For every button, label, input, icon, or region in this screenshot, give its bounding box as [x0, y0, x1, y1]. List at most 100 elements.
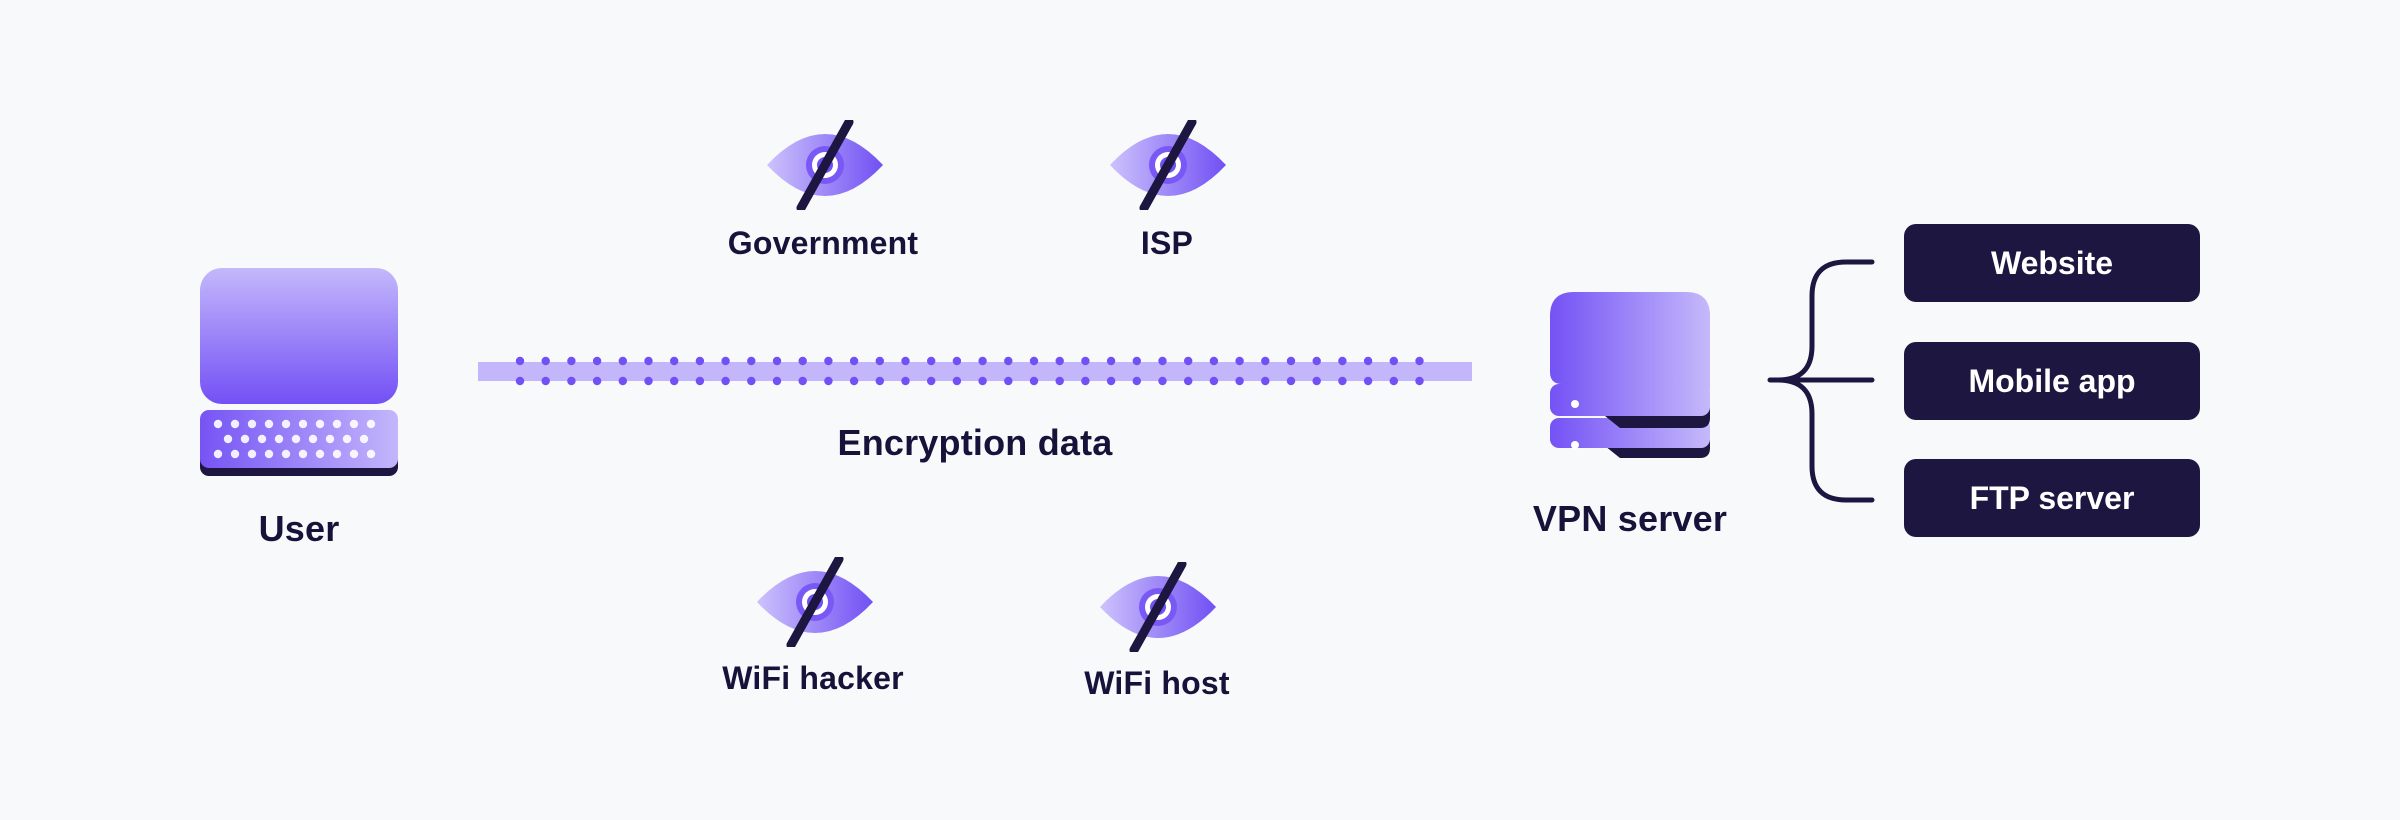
observer-label-isp: ISP — [1140, 225, 1194, 261]
encryption-tunnel — [478, 356, 1472, 386]
tunnel-dot — [1029, 376, 1039, 386]
tunnel-dot — [747, 376, 756, 386]
keyboard-key-dot — [274, 434, 284, 444]
tunnel-dot — [644, 376, 653, 386]
tunnel-dot — [875, 376, 884, 386]
keyboard-key-dot — [264, 449, 274, 459]
user-label: User — [258, 508, 340, 549]
tunnel-dot — [927, 376, 936, 386]
tunnel-dot — [721, 376, 730, 386]
tunnel-dot — [798, 376, 807, 386]
tunnel-dot — [1004, 376, 1013, 386]
keyboard-key-dot — [298, 419, 308, 429]
server-stack-icon — [1550, 292, 1710, 458]
tunnel-dot — [849, 356, 859, 366]
tunnel-dot — [721, 356, 730, 366]
eye-slash-icon — [1110, 122, 1226, 208]
tunnel-dot — [515, 356, 525, 366]
tunnel-dot — [952, 356, 962, 366]
tunnel-dot — [1055, 356, 1064, 366]
tunnel-dot — [644, 356, 653, 366]
keyboard-key-dot — [281, 449, 291, 459]
tunnel-dot — [541, 356, 550, 366]
keyboard-key-dot — [349, 449, 359, 459]
keyboard-key-dot — [247, 419, 257, 429]
keyboard-key-dot — [366, 419, 376, 429]
keyboard-key-dot — [247, 449, 257, 459]
tunnel-dot — [747, 356, 756, 366]
keyboard-key-dot — [291, 434, 301, 444]
keyboard-key-dot — [240, 434, 250, 444]
tunnel-dot — [1286, 376, 1296, 386]
tunnel-dot — [695, 356, 705, 366]
tunnel-dot — [567, 356, 576, 366]
tunnel-dot — [618, 376, 627, 386]
tunnel-dot — [670, 356, 679, 366]
tunnel-dot — [824, 376, 833, 386]
tunnel-dot — [1081, 356, 1090, 366]
tunnel-dot — [1029, 356, 1039, 366]
eye-slash-icon — [767, 122, 883, 208]
tunnel-dot — [1363, 356, 1373, 366]
keyboard-key-dot — [298, 449, 308, 459]
tunnel-dot — [901, 376, 910, 386]
tunnel-dot — [1312, 376, 1321, 386]
keyboard-key-dot — [308, 434, 318, 444]
keyboard-key-dot — [223, 434, 233, 444]
keyboard-key-dot — [281, 419, 291, 429]
tunnel-dot — [592, 376, 602, 386]
tunnel-dot — [541, 376, 550, 386]
tunnel-dot — [1209, 356, 1219, 366]
tunnel-dot — [1132, 376, 1142, 386]
observer-label-government: Government — [727, 225, 919, 261]
keyboard-key-dot — [315, 419, 325, 429]
tunnel-dot — [515, 376, 525, 386]
keyboard-key-dot — [359, 434, 369, 444]
keyboard-key-dot — [366, 449, 376, 459]
vpn-server-label: VPN server — [1532, 498, 1728, 539]
tunnel-dot — [1286, 356, 1296, 366]
keyboard-key-dot — [332, 449, 342, 459]
tunnel-dot — [1235, 376, 1244, 386]
keyboard-key-dot — [230, 449, 240, 459]
tunnel-dot — [1055, 376, 1064, 386]
tunnel-dot — [772, 356, 782, 366]
destination-bracket — [1767, 259, 1875, 503]
tunnel-dot — [772, 376, 782, 386]
keyboard-key-dot — [230, 419, 240, 429]
observer-label-wifi-host: WiFi host — [1084, 665, 1230, 701]
tunnel-dot — [1338, 356, 1347, 366]
tunnel-dot — [1363, 376, 1373, 386]
tunnel-dot — [1158, 356, 1167, 366]
destination-website: Website — [1904, 224, 2200, 302]
tunnel-dot — [1106, 376, 1116, 386]
tunnel-dot — [824, 356, 833, 366]
tunnel-dot — [798, 356, 807, 366]
keyboard-key-dot — [264, 419, 274, 429]
tunnel-dot — [849, 376, 859, 386]
keyboard-key-dot — [257, 434, 267, 444]
keyboard-key-dot — [332, 419, 342, 429]
tunnel-dot — [1235, 356, 1244, 366]
observer-label-wifi-hacker: WiFi hacker — [722, 660, 904, 696]
tunnel-dot — [1261, 376, 1270, 386]
tunnel-dot — [875, 356, 884, 366]
tunnel-dot — [927, 356, 936, 366]
keyboard-key-dot — [213, 419, 223, 429]
keyboard-key-dot — [213, 449, 223, 459]
tunnel-dot — [978, 356, 987, 366]
tunnel-dot — [1338, 376, 1347, 386]
destination-ftp-server: FTP server — [1904, 459, 2200, 537]
keyboard-key-dot — [325, 434, 335, 444]
tunnel-dot — [1132, 356, 1142, 366]
tunnel-dot — [618, 356, 627, 366]
tunnel-dot — [978, 376, 987, 386]
tunnel-dot — [1106, 356, 1116, 366]
tunnel-dot — [1389, 356, 1399, 366]
tunnel-dot — [567, 376, 576, 386]
computer-icon — [200, 268, 398, 476]
tunnel-dot — [1415, 356, 1424, 366]
tunnel-dot — [901, 356, 910, 366]
tunnel-label: Encryption data — [837, 422, 1113, 463]
